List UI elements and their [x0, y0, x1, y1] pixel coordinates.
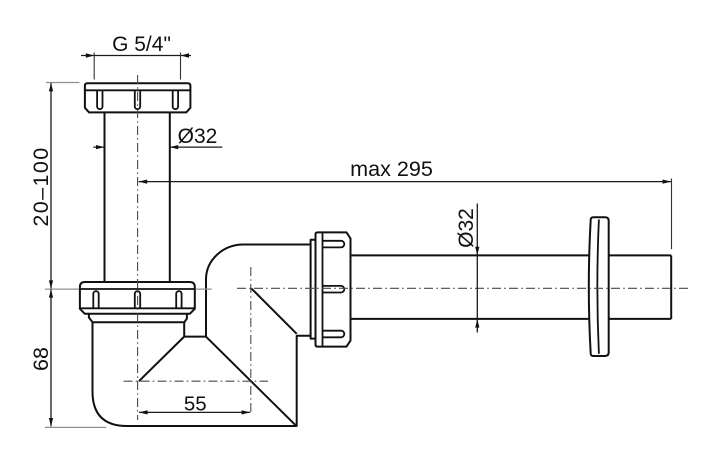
svg-text:Ø32: Ø32: [178, 125, 218, 148]
svg-text:Ø32: Ø32: [455, 208, 478, 248]
svg-text:max 295: max 295: [350, 156, 433, 181]
svg-text:G 5/4": G 5/4": [112, 33, 171, 56]
svg-text:68: 68: [29, 347, 53, 371]
svg-text:55: 55: [184, 393, 207, 416]
svg-text:20–100: 20–100: [29, 146, 53, 226]
